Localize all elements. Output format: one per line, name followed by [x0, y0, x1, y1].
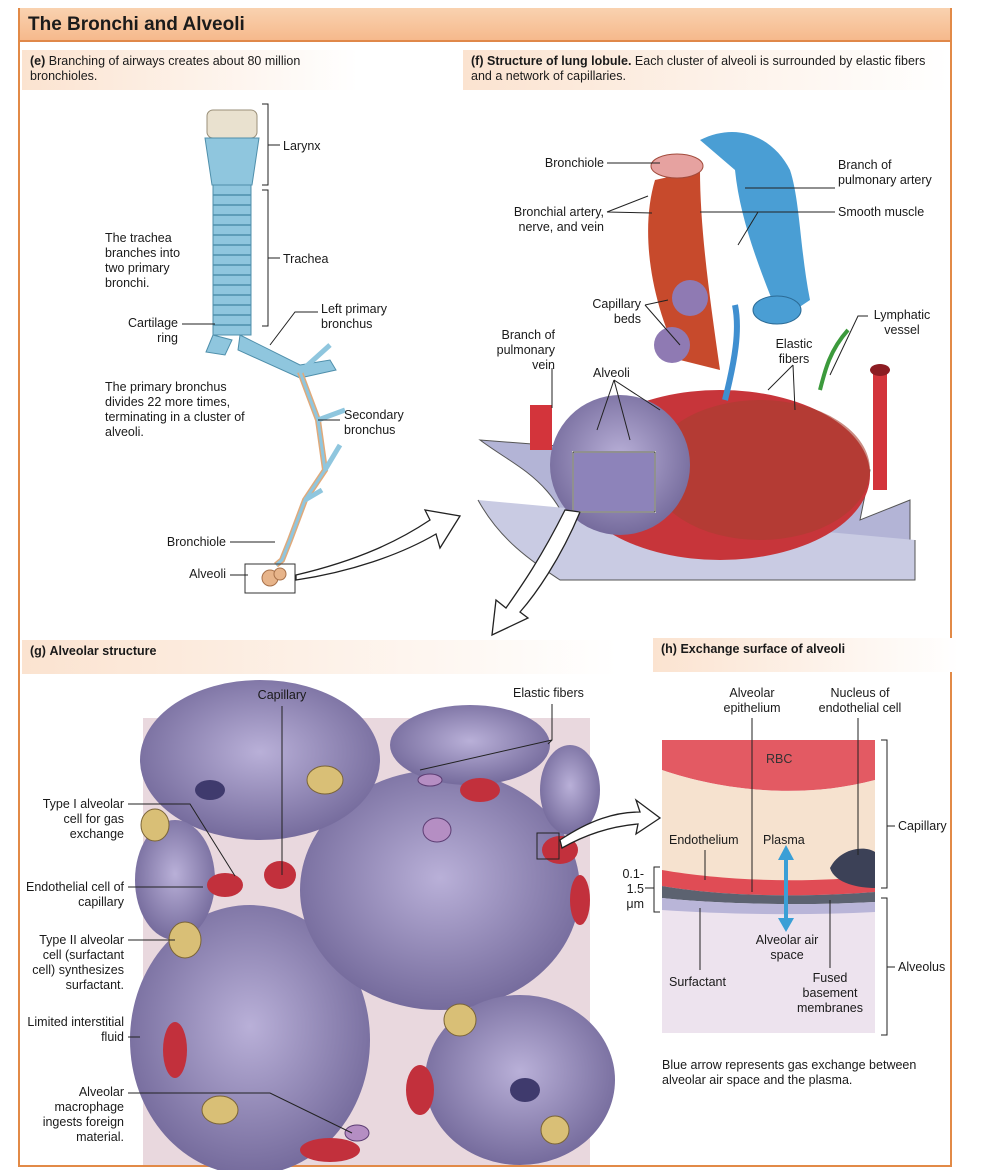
label-alveolus: Alveolus — [898, 960, 946, 974]
panel-f-caption: (f) Structure of lung lobule. Each clust… — [463, 50, 949, 90]
label-cartilage-ring: Cartilage ring — [127, 316, 178, 345]
panel-f-caption-text: Each cluster of alveoli is surrounded by… — [471, 54, 926, 83]
label-alveoli-f: Alveoli — [593, 366, 630, 380]
panel-e-leaders — [182, 103, 340, 576]
label-rbc: RBC — [766, 752, 793, 766]
label-interstitial-fluid: Limited interstitial fluid — [27, 1015, 124, 1044]
label-alveoli-e: Alveoli — [189, 567, 226, 581]
label-larynx: Larynx — [283, 139, 321, 153]
label-endothelium: Endothelium — [669, 833, 739, 847]
title-bar: The Bronchi and Alveoli — [18, 8, 950, 42]
label-type2-alveolar-cell: Type II alveolar cell (surfactant cell) … — [32, 933, 124, 992]
label-branch-pulmonary-vein: Branch of pulmonary vein — [496, 328, 555, 372]
label-smooth-muscle: Smooth muscle — [838, 205, 925, 219]
label-capillary-beds: Capillary beds — [592, 297, 641, 326]
label-endothelial-cell: Endothelial cell of capillary — [26, 880, 124, 909]
alveolar-structure-illustration — [130, 680, 615, 1170]
label-alveolar-macrophage: Alveolar macrophage ingests foreign mate… — [42, 1085, 124, 1144]
label-thickness: 0.1-1.5 μm — [622, 867, 644, 911]
label-elastic-fibers-g: Elastic fibers — [513, 686, 584, 700]
arrow-e-to-f-icon — [295, 509, 462, 581]
label-fused-basement-membranes: Fused basement membranes — [797, 971, 863, 1015]
label-bronchial-artery: Bronchial artery, nerve, and vein — [513, 205, 604, 234]
arrow-g-to-h-icon — [559, 798, 662, 849]
panel-e-caption-text: Branching of airways creates about 80 mi… — [30, 54, 301, 83]
label-bronchiole-e: Bronchiole — [166, 535, 226, 549]
panel-f-letter: (f) — [471, 54, 484, 68]
panel-e-letter: (e) — [30, 54, 46, 68]
trachea-illustration — [204, 109, 346, 594]
arrow-f-to-g-icon — [491, 509, 581, 637]
label-capillary-g: Capillary — [257, 688, 307, 702]
label-alveolar-epithelium: Alveolar epithelium — [723, 686, 781, 715]
label-capillary-h: Capillary — [898, 819, 947, 833]
label-branch-pulmonary-artery: Branch of pulmonary artery — [838, 158, 932, 187]
label-elastic-fibers-f: Elastic fibers — [775, 337, 813, 366]
label-left-primary-bronchus: Left primary bronchus — [321, 302, 387, 331]
panel-h-caption: (h) Exchange surface of alveoli — [653, 638, 959, 672]
panel-h-leaders — [645, 718, 895, 1036]
label-plasma: Plasma — [763, 833, 805, 847]
label-nucleus-endothelial: Nucleus of endothelial cell — [818, 686, 902, 715]
note-gas-exchange: Blue arrow represents gas exchange betwe… — [662, 1058, 917, 1087]
panel-e-caption: (e) Branching of airways creates about 8… — [22, 50, 358, 90]
label-trachea: Trachea — [283, 252, 329, 266]
label-secondary-bronchus: Secondary bronchus — [344, 408, 404, 437]
figure-frame — [18, 8, 952, 1167]
panel-h-letter: (h) — [661, 642, 677, 656]
panel-g-caption: (g) Alveolar structure — [22, 640, 618, 674]
page-title: The Bronchi and Alveoli — [28, 14, 245, 35]
panel-g-letter: (g) — [30, 644, 46, 658]
label-alveolar-air-space: Alveolar air space — [755, 933, 819, 962]
label-type1-alveolar-cell: Type I alveolar cell for gas exchange — [42, 797, 124, 841]
panel-f-leaders — [551, 162, 868, 441]
label-lymphatic-vessel: Lymphatic vessel — [873, 308, 931, 337]
label-surfactant: Surfactant — [669, 975, 726, 989]
panel-g-caption-text: Alveolar structure — [49, 644, 157, 658]
lung-lobule-illustration — [477, 131, 916, 581]
note-primary-bronchus: The primary bronchus divides 22 more tim… — [105, 380, 245, 439]
exchange-surface-illustration — [662, 740, 875, 1033]
label-bronchiole-f: Bronchiole — [544, 156, 604, 170]
note-trachea-branches: The trachea branches into two primary br… — [105, 231, 181, 290]
panel-g-leaders — [128, 704, 553, 1134]
panel-f-caption-bold: Structure of lung lobule. — [486, 54, 632, 68]
panel-h-caption-text: Exchange surface of alveoli — [680, 642, 846, 656]
